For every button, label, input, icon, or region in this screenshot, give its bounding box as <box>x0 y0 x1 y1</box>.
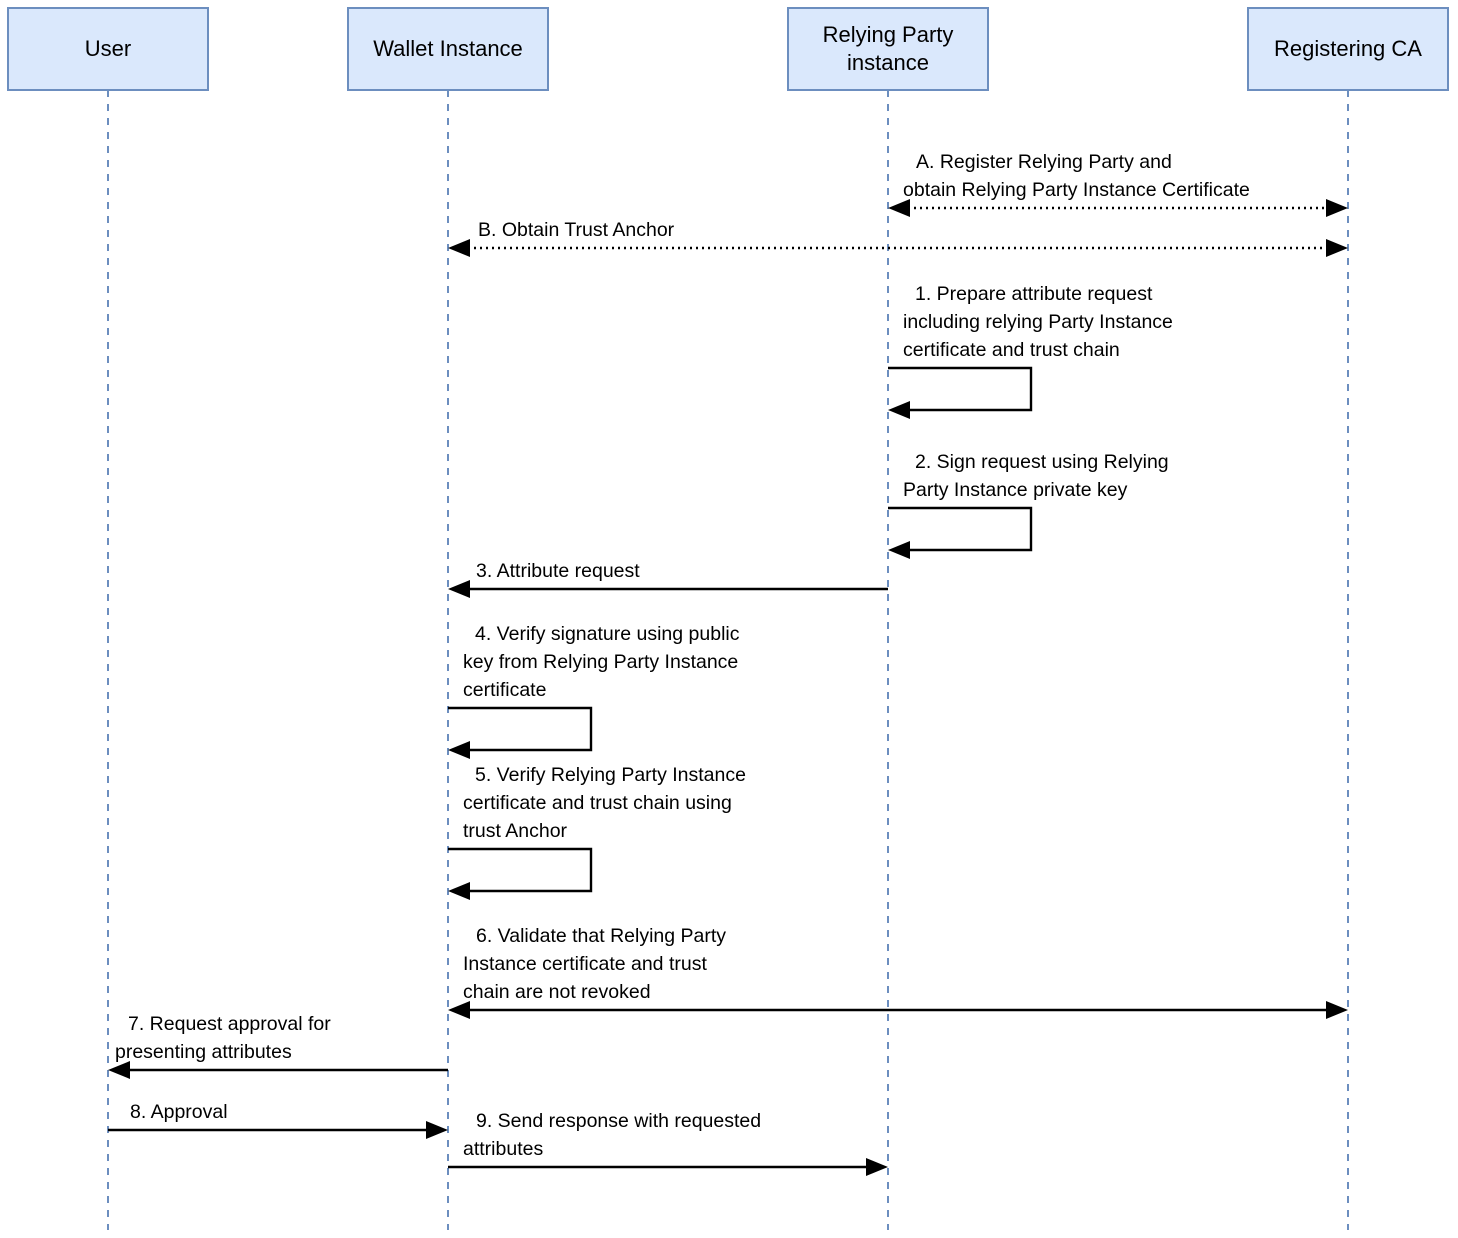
message-label-6-line1: 6. Validate that Relying Party <box>476 925 726 947</box>
message-label-B-line1: B. Obtain Trust Anchor <box>478 219 675 241</box>
arrowhead-A-right <box>1326 199 1348 217</box>
actor-label-rp-line1: Relying Party <box>823 22 954 47</box>
arrowhead-8-right <box>426 1121 448 1139</box>
actor-label-wallet: Wallet Instance <box>373 36 523 61</box>
message-label-A-line2: obtain Relying Party Instance Certificat… <box>903 179 1250 201</box>
message-label-1-line1: 1. Prepare attribute request <box>915 283 1153 305</box>
message-8[interactable]: 8. Approval <box>108 1101 448 1139</box>
message-3[interactable]: 3. Attribute request <box>448 560 888 598</box>
actor-label-ca: Registering CA <box>1274 36 1422 61</box>
message-label-7-line1: 7. Request approval for <box>128 1013 331 1035</box>
self-message-line-4 <box>448 706 593 752</box>
message-label-5-line2: certificate and trust chain using <box>463 792 732 814</box>
message-label-8-line1: 8. Approval <box>130 1101 228 1123</box>
arrowhead-6-right <box>1326 1001 1348 1019</box>
arrowhead-1 <box>888 401 910 419</box>
message-5[interactable]: 5. Verify Relying Party Instance certific… <box>448 764 746 900</box>
message-label-5-line1: 5. Verify Relying Party Instance <box>475 764 746 786</box>
actors-layer: User Wallet Instance Relying Party instance… <box>7 7 1449 91</box>
arrowhead-3-left <box>448 580 470 598</box>
message-label-1-line3: certificate and trust chain <box>903 339 1120 361</box>
message-7[interactable]: 7. Request approval for presenting attrib… <box>108 1013 448 1079</box>
arrowhead-7-left <box>108 1061 130 1079</box>
arrowhead-2 <box>888 541 910 559</box>
message-B[interactable]: B. Obtain Trust Anchor <box>448 219 1348 257</box>
arrowhead-A-left <box>888 199 910 217</box>
arrowhead-9-right <box>866 1158 888 1176</box>
message-1[interactable]: 1. Prepare attribute request including re… <box>888 283 1173 419</box>
message-label-A-line1: A. Register Relying Party and <box>916 151 1172 173</box>
actor-box-ca[interactable]: Registering CA <box>1247 7 1449 91</box>
message-label-5-line3: trust Anchor <box>463 820 568 842</box>
self-message-line-1 <box>888 366 1033 412</box>
arrowhead-4 <box>448 741 470 759</box>
message-label-4-line2: key from Relying Party Instance <box>463 651 738 673</box>
arrowhead-5 <box>448 882 470 900</box>
arrowhead-B-left <box>448 239 470 257</box>
self-message-line-5 <box>448 847 593 893</box>
messages-layer: A. Register Relying Party and obtain Rely… <box>108 151 1348 1176</box>
message-label-6-line2: Instance certificate and trust <box>463 953 707 975</box>
message-label-2-line2: Party Instance private key <box>903 479 1128 501</box>
message-label-2-line1: 2. Sign request using Relying <box>915 451 1169 473</box>
message-label-9-line1: 9. Send response with requested <box>476 1110 761 1132</box>
actor-box-user[interactable]: User <box>7 7 209 91</box>
message-label-4-line1: 4. Verify signature using public <box>475 623 740 645</box>
arrowhead-6-left <box>448 1001 470 1019</box>
message-label-3-line1: 3. Attribute request <box>476 560 640 582</box>
actor-label-rp-line2: instance <box>847 50 929 75</box>
message-9[interactable]: 9. Send response with requested attribute… <box>448 1110 888 1176</box>
message-label-9-line2: attributes <box>463 1138 543 1160</box>
arrowhead-B-right <box>1326 239 1348 257</box>
message-label-7-line2: presenting attributes <box>115 1041 292 1063</box>
message-label-6-line3: chain are not revoked <box>463 981 651 1003</box>
message-A[interactable]: A. Register Relying Party and obtain Rely… <box>888 151 1348 217</box>
message-label-1-line2: including relying Party Instance <box>903 311 1173 333</box>
message-4[interactable]: 4. Verify signature using public key from… <box>448 623 740 759</box>
actor-box-wallet[interactable]: Wallet Instance <box>347 7 549 91</box>
self-message-line-2 <box>888 506 1033 552</box>
actor-label-user: User <box>85 36 131 61</box>
message-label-4-line3: certificate <box>463 679 546 701</box>
actor-box-rp[interactable]: Relying Party instance <box>787 7 989 91</box>
